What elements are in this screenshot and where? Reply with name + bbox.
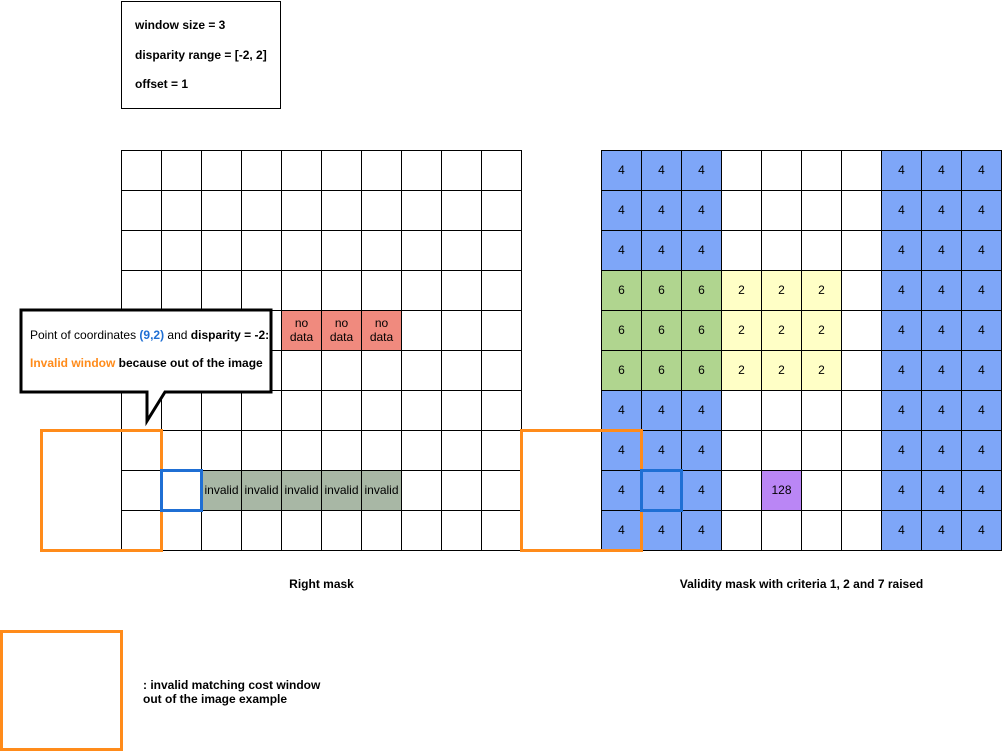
invalid-window-label: Invalid window bbox=[30, 356, 116, 370]
point-highlight-left bbox=[160, 469, 203, 512]
no-data-cell: no data bbox=[281, 310, 322, 351]
validity-cell-6: 6 bbox=[601, 310, 642, 351]
validity-cell-4: 4 bbox=[681, 510, 722, 551]
no-data-cell: no data bbox=[321, 310, 362, 351]
validity-cell-4: 4 bbox=[921, 150, 962, 191]
invalid-cell: invalid bbox=[281, 470, 322, 511]
callout-line-2: Invalid window because out of the image bbox=[30, 356, 263, 370]
legend-orange-box bbox=[0, 630, 123, 751]
validity-cell-2: 2 bbox=[801, 270, 842, 311]
validity-cell-4: 4 bbox=[921, 230, 962, 271]
validity-cell-4: 4 bbox=[881, 310, 922, 351]
validity-cell-4: 4 bbox=[921, 430, 962, 471]
right-mask-caption: Right mask bbox=[289, 577, 354, 591]
validity-cell-2: 2 bbox=[801, 350, 842, 391]
validity-cell-4: 4 bbox=[881, 350, 922, 391]
validity-cell-4: 4 bbox=[921, 190, 962, 231]
invalid-cell: invalid bbox=[241, 470, 282, 511]
disparity-value: disparity = -2: bbox=[190, 328, 270, 342]
offset-text: offset = 1 bbox=[135, 77, 189, 91]
validity-cell-4: 4 bbox=[881, 270, 922, 311]
legend-text: : invalid matching cost window out of th… bbox=[143, 678, 320, 706]
disparity-range-text: disparity range = [-2, 2] bbox=[135, 48, 267, 62]
invalid-cell: invalid bbox=[361, 470, 402, 511]
point-coordinates: (9,2) bbox=[139, 328, 165, 342]
validity-cell-4: 4 bbox=[641, 230, 682, 271]
validity-cell-6: 6 bbox=[641, 350, 682, 391]
parameters-box: window size = 3 disparity range = [-2, 2… bbox=[121, 1, 281, 109]
invalid-cell: invalid bbox=[321, 470, 362, 511]
validity-cell-2: 2 bbox=[761, 310, 802, 351]
validity-cell-6: 6 bbox=[681, 270, 722, 311]
validity-cell-4: 4 bbox=[961, 270, 1002, 311]
validity-cell-4: 4 bbox=[881, 230, 922, 271]
legend-line-2: out of the image example bbox=[143, 692, 288, 706]
point-highlight-right bbox=[640, 469, 683, 512]
validity-cell-4: 4 bbox=[681, 230, 722, 271]
validity-cell-4: 4 bbox=[641, 430, 682, 471]
validity-cell-4: 4 bbox=[601, 390, 642, 431]
validity-mask-caption: Validity mask with criteria 1, 2 and 7 r… bbox=[679, 577, 924, 591]
validity-cell-4: 4 bbox=[961, 470, 1002, 511]
validity-cell-2: 2 bbox=[721, 350, 762, 391]
validity-cell-4: 4 bbox=[881, 190, 922, 231]
validity-cell-4: 4 bbox=[601, 430, 642, 471]
validity-cell-128: 128 bbox=[761, 470, 802, 511]
validity-cell-4: 4 bbox=[641, 390, 682, 431]
validity-cell-4: 4 bbox=[881, 430, 922, 471]
validity-cell-4: 4 bbox=[961, 310, 1002, 351]
validity-cell-4: 4 bbox=[601, 190, 642, 231]
validity-cell-4: 4 bbox=[921, 350, 962, 391]
legend-line-1: : invalid matching cost window bbox=[143, 678, 321, 692]
validity-cell-4: 4 bbox=[961, 510, 1002, 551]
validity-cell-4: 4 bbox=[961, 350, 1002, 391]
validity-cell-6: 6 bbox=[601, 270, 642, 311]
callout-line-1: Point of coordinates (9,2) and disparity… bbox=[30, 328, 270, 342]
window-size-text: window size = 3 bbox=[135, 18, 226, 32]
